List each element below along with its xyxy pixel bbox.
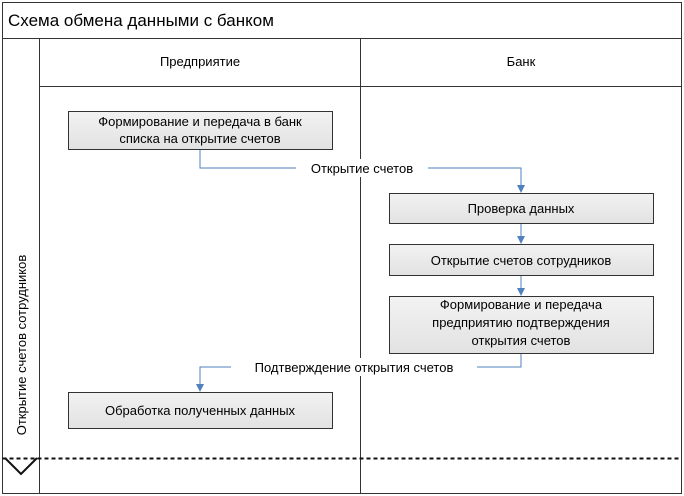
row-label: Открытие счетов сотрудников: [14, 255, 29, 436]
connector-open-accounts-label: Открытие счетов: [311, 161, 413, 176]
box-confirmation-line2: предприятию подтверждения: [432, 315, 610, 330]
box-open-accounts-label: Открытие счетов сотрудников: [431, 253, 612, 268]
box-form-list-line2: списка на открытие счетов: [119, 131, 280, 146]
diagram-title: Схема обмена данными с банком: [8, 11, 274, 30]
box-check-data-label: Проверка данных: [468, 201, 575, 216]
box-confirmation[interactable]: Формирование и передача предприятию подт…: [389, 296, 654, 354]
lane-label-enterprise: Предприятие: [160, 54, 240, 69]
lane-label-bank: Банк: [507, 54, 536, 69]
connector-confirmation-label: Подтверждение открытия счетов: [255, 360, 454, 375]
box-open-accounts[interactable]: Открытие счетов сотрудников: [389, 244, 654, 276]
box-process-data[interactable]: Обработка полученных данных: [68, 392, 333, 429]
connector-confirmation-label-bg: [231, 358, 477, 376]
connector-open-accounts-label-bg: [296, 159, 428, 177]
box-confirmation-line3: открытия счетов: [472, 333, 571, 348]
box-process-data-label: Обработка полученных данных: [105, 403, 296, 418]
box-form-list[interactable]: Формирование и передача в банк списка на…: [68, 111, 333, 150]
box-confirmation-line1: Формирование и передача: [440, 297, 603, 312]
box-check-data[interactable]: Проверка данных: [389, 193, 654, 224]
box-form-list-line1: Формирование и передача в банк: [98, 114, 302, 129]
row-collapse-chevron-icon[interactable]: [4, 457, 38, 476]
